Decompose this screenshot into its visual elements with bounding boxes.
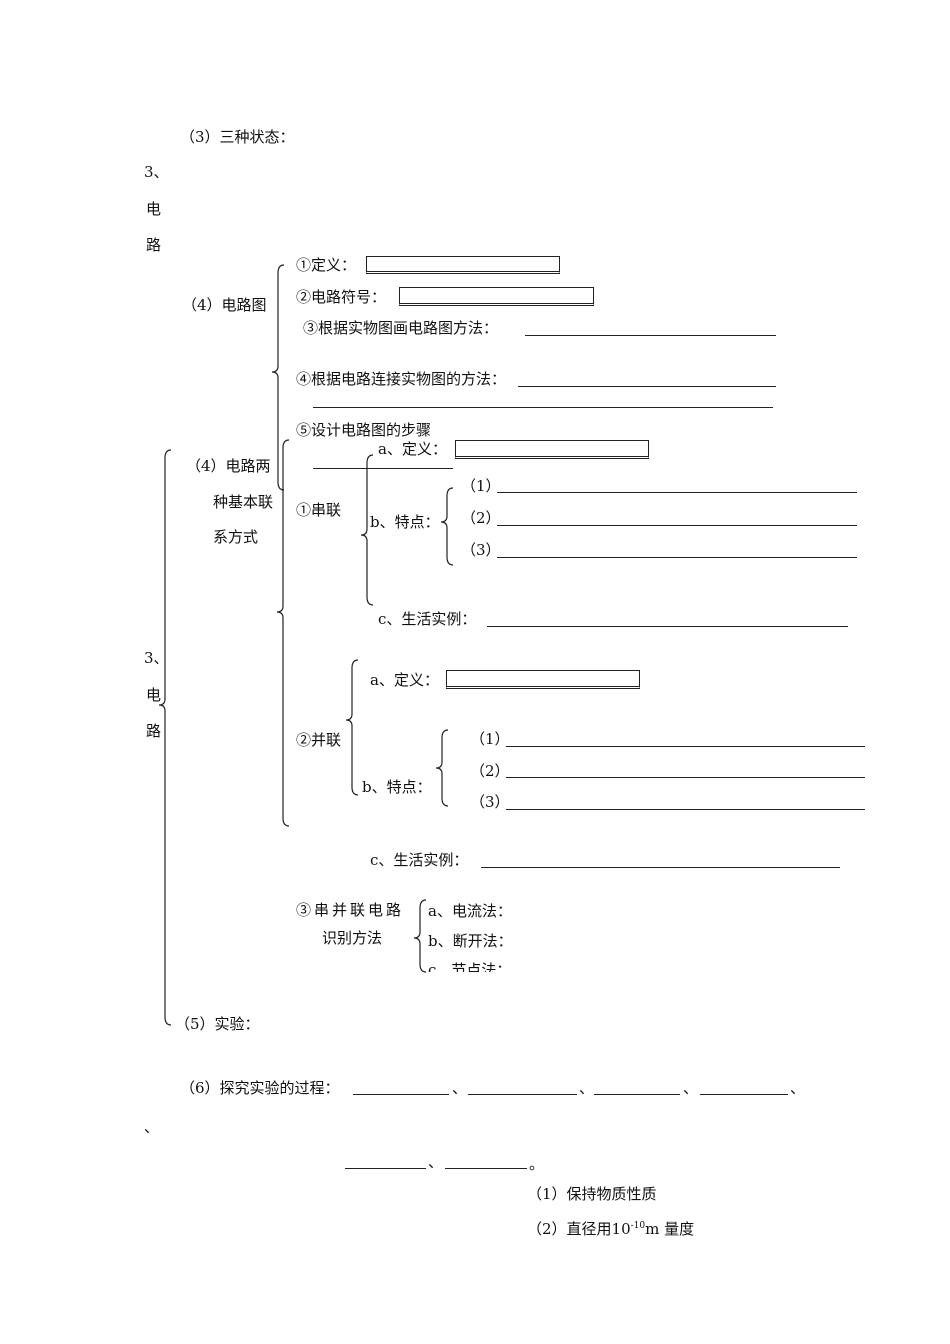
connections-heading: 种基本联 bbox=[213, 493, 274, 511]
note-item: （2）直径用10-10m 量度 bbox=[527, 1220, 695, 1238]
states-heading: （3）三种状态： bbox=[180, 128, 295, 146]
series-definition-label: a、定义： bbox=[378, 440, 447, 458]
node-method: c、节点法： bbox=[428, 961, 512, 972]
series-examples-label: c、生活实例： bbox=[378, 610, 477, 628]
feature-item: （3） bbox=[461, 541, 501, 559]
answer-line[interactable] bbox=[468, 1094, 577, 1095]
parallel-definition-label: a、定义： bbox=[370, 671, 439, 689]
answer-line[interactable] bbox=[497, 525, 857, 526]
side-label-number: 3、 bbox=[144, 163, 169, 181]
identify-label: 识别方法 bbox=[322, 929, 383, 947]
circuit-diagram-heading: （4）电路图 bbox=[182, 296, 267, 314]
answer-line[interactable] bbox=[497, 492, 857, 493]
feature-item: （3） bbox=[470, 793, 510, 811]
separator: 、 bbox=[790, 1079, 806, 1097]
parallel-features-label: b、特点： bbox=[362, 778, 432, 796]
parallel-label: ②并联 bbox=[296, 731, 342, 749]
connections-heading: （4）电路两 bbox=[186, 457, 271, 475]
experiment-label: （5）实验： bbox=[175, 1015, 260, 1033]
break-method: b、断开法： bbox=[428, 932, 513, 950]
separator: 、 bbox=[144, 1118, 160, 1136]
feature-item: （2） bbox=[461, 509, 501, 527]
answer-line[interactable] bbox=[506, 746, 865, 747]
answer-line[interactable] bbox=[481, 867, 840, 868]
side-label-char: 电 bbox=[146, 686, 162, 704]
answer-line[interactable] bbox=[353, 1094, 449, 1095]
definition-answer-box[interactable] bbox=[366, 256, 560, 274]
circuit-symbol-label: ②电路符号： bbox=[296, 288, 387, 306]
separator: 、 bbox=[579, 1079, 595, 1097]
current-method: a、电流法： bbox=[428, 902, 512, 920]
parallel-definition-box[interactable] bbox=[446, 670, 640, 689]
side-label-char: 路 bbox=[146, 236, 162, 254]
side-label-number: 3、 bbox=[144, 649, 169, 667]
feature-item: （1） bbox=[470, 730, 510, 748]
series-features-label: b、特点： bbox=[370, 513, 440, 531]
period: 。 bbox=[529, 1155, 545, 1173]
answer-line[interactable] bbox=[594, 1094, 680, 1095]
answer-line[interactable] bbox=[506, 777, 865, 778]
draw-method-label: ③根据实物图画电路图方法： bbox=[303, 319, 499, 337]
parallel-examples-label: c、生活实例： bbox=[370, 851, 469, 869]
answer-line[interactable] bbox=[497, 557, 857, 558]
answer-line[interactable] bbox=[345, 1168, 426, 1169]
answer-line[interactable] bbox=[506, 809, 865, 810]
side-label-char: 电 bbox=[146, 200, 162, 218]
circuit-symbol-answer-box[interactable] bbox=[399, 287, 594, 306]
series-label: ①串联 bbox=[296, 501, 342, 519]
answer-line[interactable] bbox=[525, 335, 776, 336]
answer-line[interactable] bbox=[313, 407, 773, 408]
separator: 、 bbox=[452, 1079, 468, 1097]
design-steps-label: ⑤设计电路图的步骤 bbox=[296, 421, 432, 437]
answer-line[interactable] bbox=[518, 386, 776, 387]
note-item: （1）保持物质性质 bbox=[527, 1185, 657, 1203]
series-definition-box[interactable] bbox=[455, 440, 649, 459]
separator: 、 bbox=[428, 1153, 444, 1171]
answer-line[interactable] bbox=[445, 1168, 527, 1169]
separator: 、 bbox=[683, 1079, 699, 1097]
answer-line[interactable] bbox=[700, 1094, 788, 1095]
answer-line[interactable] bbox=[313, 468, 453, 469]
connections-heading: 系方式 bbox=[213, 528, 259, 546]
answer-line[interactable] bbox=[487, 626, 848, 627]
identify-label: ③串并联电路 bbox=[296, 901, 405, 919]
feature-item: （1） bbox=[461, 477, 501, 495]
inquiry-label: （6）探究实验的过程： bbox=[180, 1079, 340, 1097]
feature-item: （2） bbox=[470, 762, 510, 780]
connect-method-label: ④根据电路连接实物图的方法： bbox=[296, 370, 507, 388]
side-label-char: 路 bbox=[146, 722, 162, 740]
definition-label: ①定义： bbox=[296, 256, 357, 274]
